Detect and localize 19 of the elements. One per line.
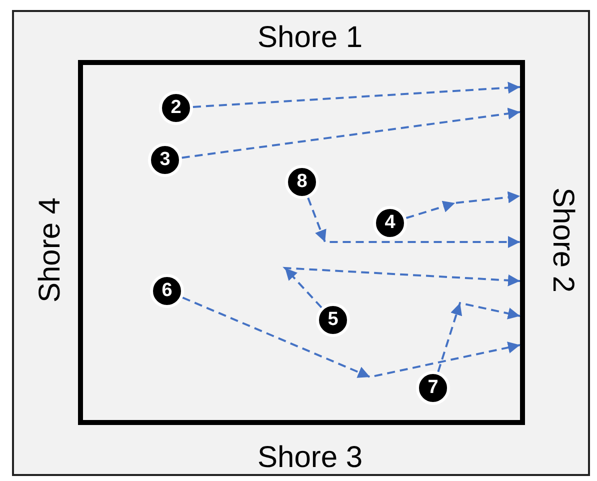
number-marker: 8 bbox=[285, 165, 319, 199]
number-marker: 5 bbox=[316, 303, 350, 337]
drift-path-arrow bbox=[437, 302, 520, 372]
number-marker: 7 bbox=[416, 371, 450, 405]
number-marker: 6 bbox=[150, 274, 184, 308]
drift-path-arrow bbox=[182, 108, 520, 159]
drift-path-arrow bbox=[406, 192, 520, 219]
number-marker: 3 bbox=[148, 143, 182, 177]
drift-path-arrow bbox=[192, 82, 520, 108]
shore-label: Shore 2 bbox=[547, 187, 578, 293]
number-marker: 2 bbox=[159, 91, 193, 125]
number-marker: 4 bbox=[373, 206, 407, 240]
shore-label: Shore 4 bbox=[35, 197, 66, 303]
drift-path-arrow bbox=[307, 198, 520, 248]
drift-path-arrow bbox=[182, 296, 520, 378]
shoreline-rectangle bbox=[78, 60, 525, 425]
drift-path-arrow bbox=[282, 266, 520, 308]
shore-label: Shore 3 bbox=[258, 443, 363, 473]
shore-label: Shore 1 bbox=[258, 23, 363, 53]
